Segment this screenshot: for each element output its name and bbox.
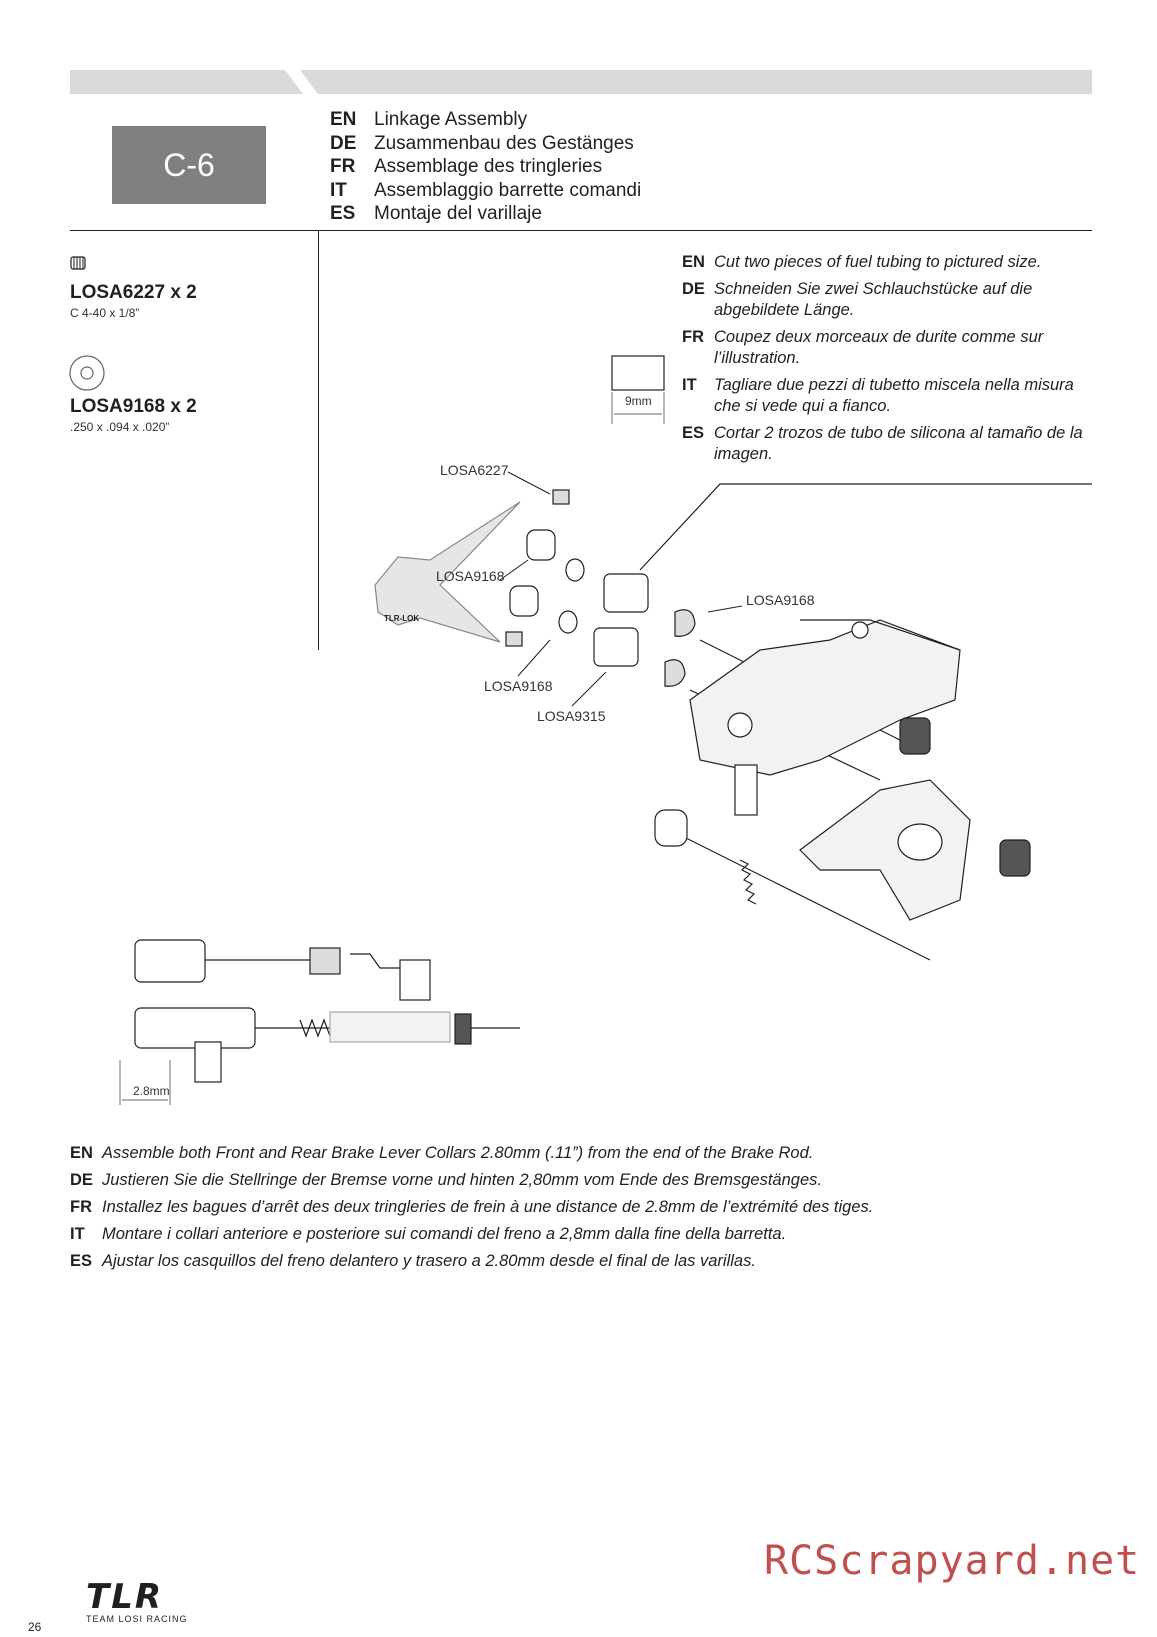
title-text: Assemblage des tringleries <box>374 156 603 177</box>
dimension-label: 2.8mm <box>133 1084 170 1098</box>
instruction-text: Cortar 2 trozos de tubo de silicona al t… <box>714 424 1083 463</box>
title-text: Montaje del varillaje <box>374 203 542 224</box>
lang-code: EN <box>330 109 357 130</box>
column-divider <box>318 230 319 650</box>
callout-label: LOSA9168 <box>484 678 553 694</box>
lang-code: ES <box>330 203 356 224</box>
instruction-row: ES Cortar 2 trozos de tubo de silicona al… <box>682 423 1092 465</box>
part-spec: .250 x .094 x .020” <box>70 420 170 434</box>
assembly-instructions: EN Assemble both Front and Rear Brake Lev… <box>70 1140 1070 1275</box>
instruction-row: IT Tagliare due pezzi di tubetto miscela … <box>682 375 1092 417</box>
lang-code: IT <box>70 1225 85 1243</box>
section-titles: EN Linkage Assembly DE Zusammenbau des Ges… <box>330 108 641 226</box>
logo-text: TLR <box>86 1577 164 1617</box>
lang-code: FR <box>682 328 704 346</box>
title-row: EN Linkage Assembly <box>330 108 641 132</box>
instruction-row: EN Cut two pieces of fuel tubing to pictu… <box>682 252 1092 273</box>
step-label: C-6 <box>112 126 266 204</box>
washer-icon <box>69 355 105 391</box>
instruction-row: DE Schneiden Sie zwei Schlauchstücke auf … <box>682 279 1092 321</box>
callout-label: LOSA9168 <box>746 592 815 608</box>
title-text: Linkage Assembly <box>374 109 528 130</box>
instruction-text: Montare i collari anteriore e posteriore… <box>102 1225 787 1243</box>
instruction-text: Schneiden Sie zwei Schlauchstücke auf di… <box>714 280 1033 319</box>
instruction-row: FR Installez les bagues d’arrêt des deux … <box>70 1194 1070 1221</box>
part-number: LOSA6227 x 2 <box>70 282 197 303</box>
lang-code: IT <box>330 179 347 201</box>
instruction-text: Justieren Sie die Stellringe der Bremse … <box>102 1171 822 1189</box>
tlr-lok-label: TLR-LOK <box>384 614 420 623</box>
title-row: IT Assemblaggio barrette comandi <box>330 179 641 203</box>
lang-code: EN <box>70 1144 93 1162</box>
cut-instructions: EN Cut two pieces of fuel tubing to pictu… <box>682 252 1092 471</box>
step-label-text: C-6 <box>163 146 215 183</box>
lang-code: IT <box>682 376 697 394</box>
instruction-row: DE Justieren Sie die Stellringe der Brems… <box>70 1167 1070 1194</box>
tube-size-label: 9mm <box>625 394 652 408</box>
lang-code: EN <box>682 253 705 271</box>
instruction-row: EN Assemble both Front and Rear Brake Lev… <box>70 1140 1070 1167</box>
callout-label: LOSA9315 <box>537 708 606 724</box>
header-divider <box>70 230 1092 231</box>
instruction-text: Installez les bagues d’arrêt des deux tr… <box>102 1198 874 1216</box>
instruction-text: Cut two pieces of fuel tubing to picture… <box>714 253 1042 271</box>
part-number: LOSA9168 x 2 <box>70 396 197 417</box>
title-text: Assemblaggio barrette comandi <box>374 179 642 201</box>
instruction-text: Assemble both Front and Rear Brake Lever… <box>102 1144 814 1162</box>
instruction-row: FR Coupez deux morceaux de durite comme s… <box>682 327 1092 369</box>
logo-subtext: TEAM LOSI RACING <box>86 1614 188 1624</box>
lang-code: ES <box>682 424 705 442</box>
side-view-detail <box>119 939 520 1105</box>
header-band <box>70 70 1092 94</box>
callout-label: LOSA9168 <box>436 568 505 584</box>
lang-code: DE <box>330 132 357 154</box>
page-number: 26 <box>28 1620 42 1634</box>
instruction-row: ES Ajustar los casquillos del freno delan… <box>70 1248 1070 1275</box>
instruction-text: Ajustar los casquillos del freno delante… <box>102 1252 756 1270</box>
lang-code: FR <box>70 1198 92 1216</box>
title-row: ES Montaje del varillaje <box>330 202 641 226</box>
set-screw-icon <box>70 256 86 270</box>
instruction-row: IT Montare i collari anteriore e posterio… <box>70 1221 1070 1248</box>
exploded-assembly-diagram <box>374 355 1092 961</box>
callout-label: LOSA6227 <box>440 462 509 478</box>
instruction-text: Coupez deux morceaux de durite comme sur… <box>714 328 1044 367</box>
watermark: RCScrapyard.net <box>764 1538 1141 1584</box>
instruction-text: Tagliare due pezzi di tubetto miscela ne… <box>714 376 1074 415</box>
title-row: FR Assemblage des tringleries <box>330 155 641 179</box>
lang-code: FR <box>330 156 356 177</box>
lang-code: DE <box>682 280 705 298</box>
title-text: Zusammenbau des Gestänges <box>374 132 634 154</box>
tlr-logo: TLR TEAM LOSI RACING <box>86 1580 188 1624</box>
lang-code: DE <box>70 1171 93 1189</box>
part-spec: C 4-40 x 1/8” <box>70 306 140 320</box>
title-row: DE Zusammenbau des Gestänges <box>330 132 641 156</box>
lang-code: ES <box>70 1252 93 1270</box>
